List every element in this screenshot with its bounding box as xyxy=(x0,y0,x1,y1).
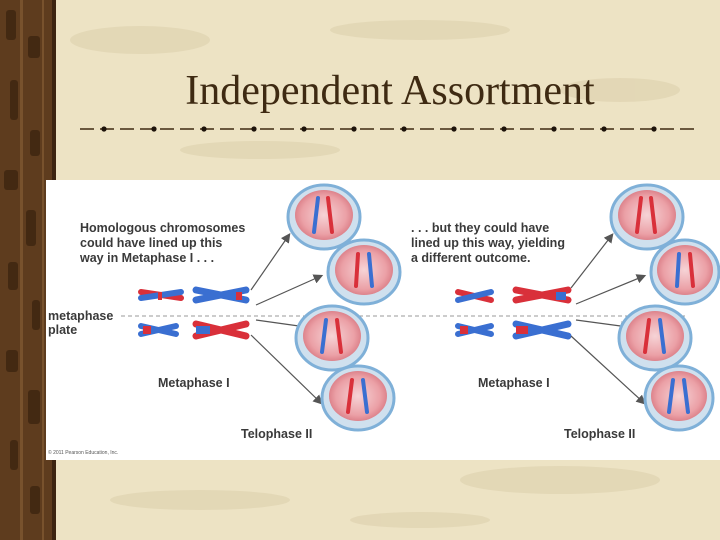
cell-left-3 xyxy=(294,304,370,372)
wood-grain-pattern xyxy=(0,0,52,540)
left-lower-chromosome-pair xyxy=(138,320,250,340)
decorative-wood-strip xyxy=(0,0,52,540)
left-upper-chromosome-pair xyxy=(138,286,250,304)
telophase-label-right: Telophase II xyxy=(564,427,635,441)
cell-right-3 xyxy=(617,304,693,372)
left-caption-line-3: way in Metaphase I . . . xyxy=(79,251,214,265)
metaphase-plate-label-line-1: metaphase xyxy=(48,309,113,323)
cell-left-4 xyxy=(320,364,396,432)
cell-right-4 xyxy=(643,364,715,432)
metaphase-label-right: Metaphase I xyxy=(478,376,550,390)
right-caption-line-2: lined up this way, yielding xyxy=(411,236,565,250)
metaphase-plate-label-line-2: plate xyxy=(48,323,77,337)
left-caption-line-1: Homologous chromosomes xyxy=(80,221,245,235)
title-divider xyxy=(80,126,700,132)
telophase-label-left: Telophase II xyxy=(241,427,312,441)
cell-left-1 xyxy=(286,183,362,251)
right-lower-chromosome-pair xyxy=(455,320,572,340)
right-caption-line-3: a different outcome. xyxy=(411,251,530,265)
right-arrows xyxy=(570,233,647,405)
cell-right-2 xyxy=(649,238,720,306)
right-upper-chromosome-pair xyxy=(455,286,572,304)
metaphase-label-left: Metaphase I xyxy=(158,376,230,390)
figure-drawing: Homologous chromosomes could have lined … xyxy=(48,183,720,456)
right-caption-line-1: . . . but they could have xyxy=(411,221,549,235)
slide-title: Independent Assortment xyxy=(185,68,595,114)
copyright-notice: © 2011 Pearson Education, Inc. xyxy=(48,449,118,456)
left-caption-line-2: could have lined up this xyxy=(80,236,222,250)
cell-right-1 xyxy=(609,183,685,251)
cell-left-2 xyxy=(326,238,402,306)
independent-assortment-figure: Homologous chromosomes could have lined … xyxy=(46,180,720,460)
